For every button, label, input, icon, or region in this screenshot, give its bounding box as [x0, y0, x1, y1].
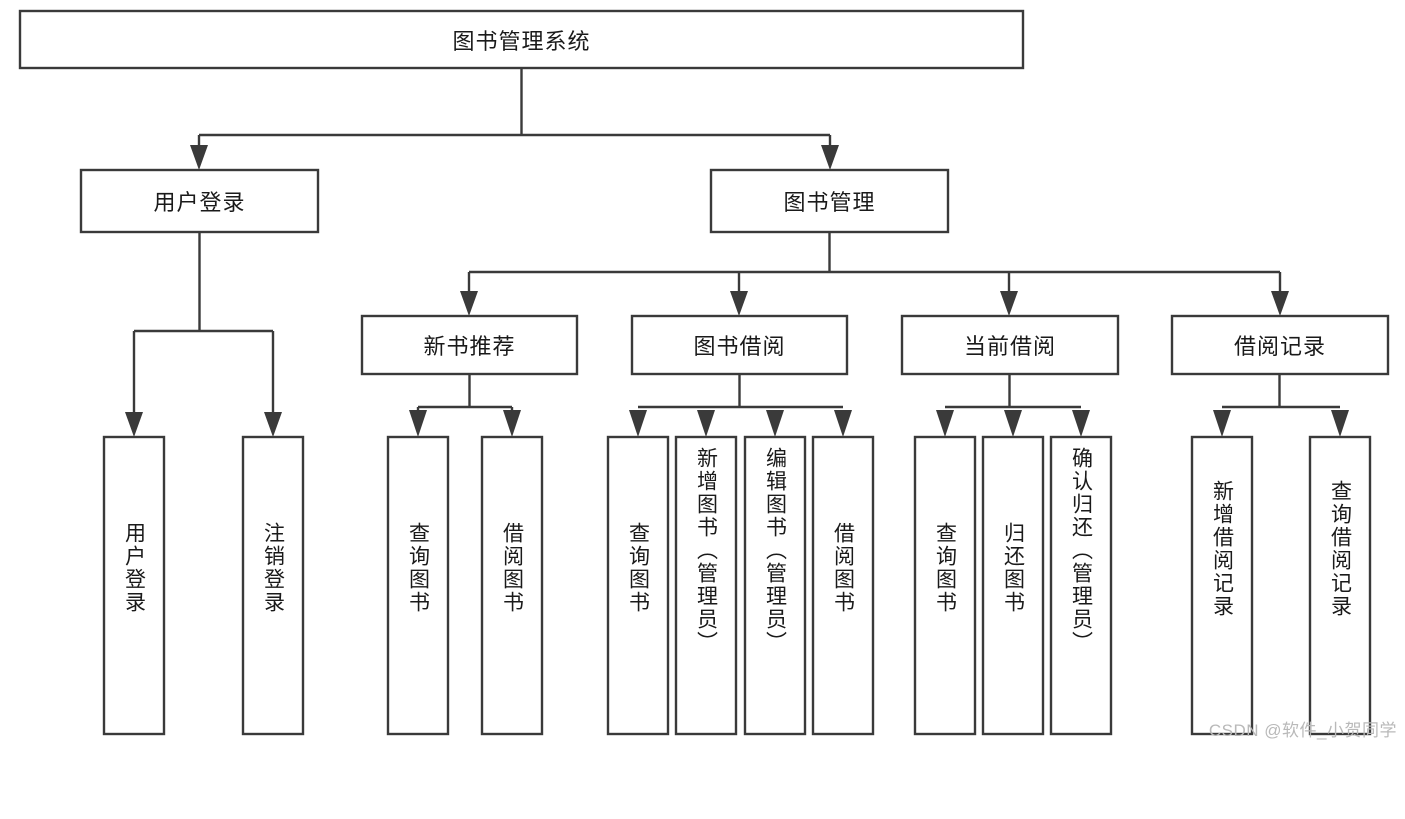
node-box-recommend-borrow-book[interactable] — [480, 435, 544, 736]
arrow-head-borrow-add-book — [697, 410, 715, 437]
node-box-borrow-records[interactable] — [1170, 314, 1390, 376]
arrow-head-current-return-book — [1004, 410, 1022, 437]
arrow-head-borrow-borrow-book — [834, 410, 852, 437]
node-box-record-query[interactable] — [1308, 435, 1372, 736]
arrow-head-record-query — [1331, 410, 1349, 437]
arrow-head-book-management — [821, 145, 839, 170]
csdn-watermark: CSDN @软件_小贺同学 — [1208, 721, 1397, 740]
arrow-head-borrow-edit-book — [766, 410, 784, 437]
arrow-head-user-login-do — [125, 412, 143, 437]
arrow-head-new-book-recommend — [460, 291, 478, 316]
node-box-borrow-query-book[interactable] — [606, 435, 670, 736]
node-box-current-query-book[interactable] — [913, 435, 977, 736]
arrow-head-borrow-query-book — [629, 410, 647, 437]
node-box-user-login-do[interactable] — [102, 435, 166, 736]
tree-diagram-canvas — [18, 9, 1390, 736]
arrow-head-borrow-records — [1271, 291, 1289, 316]
arrow-head-user-logout — [264, 412, 282, 437]
node-box-book-management[interactable] — [709, 168, 950, 234]
node-box-layer — [18, 9, 1390, 736]
arrow-head-recommend-query-book — [409, 410, 427, 437]
node-box-record-add[interactable] — [1190, 435, 1254, 736]
connector-layer — [125, 68, 1349, 437]
node-box-recommend-query-book[interactable] — [386, 435, 450, 736]
node-box-book-borrow[interactable] — [630, 314, 849, 376]
node-box-user-logout[interactable] — [241, 435, 305, 736]
arrow-head-current-query-book — [936, 410, 954, 437]
node-box-user-login[interactable] — [79, 168, 320, 234]
node-box-root[interactable] — [18, 9, 1025, 70]
arrow-head-recommend-borrow-book — [503, 410, 521, 437]
node-box-current-borrow[interactable] — [900, 314, 1120, 376]
node-box-borrow-borrow-book[interactable] — [811, 435, 875, 736]
arrow-head-book-borrow — [730, 291, 748, 316]
node-box-borrow-edit-book[interactable] — [743, 435, 807, 736]
arrow-head-current-borrow — [1000, 291, 1018, 316]
node-box-current-return-book[interactable] — [981, 435, 1045, 736]
node-box-new-book-recommend[interactable] — [360, 314, 579, 376]
arrow-head-user-login — [190, 145, 208, 170]
node-box-current-confirm-return[interactable] — [1049, 435, 1113, 736]
node-box-borrow-add-book[interactable] — [674, 435, 738, 736]
arrow-head-current-confirm-return — [1072, 410, 1090, 437]
arrow-head-record-add — [1213, 410, 1231, 437]
